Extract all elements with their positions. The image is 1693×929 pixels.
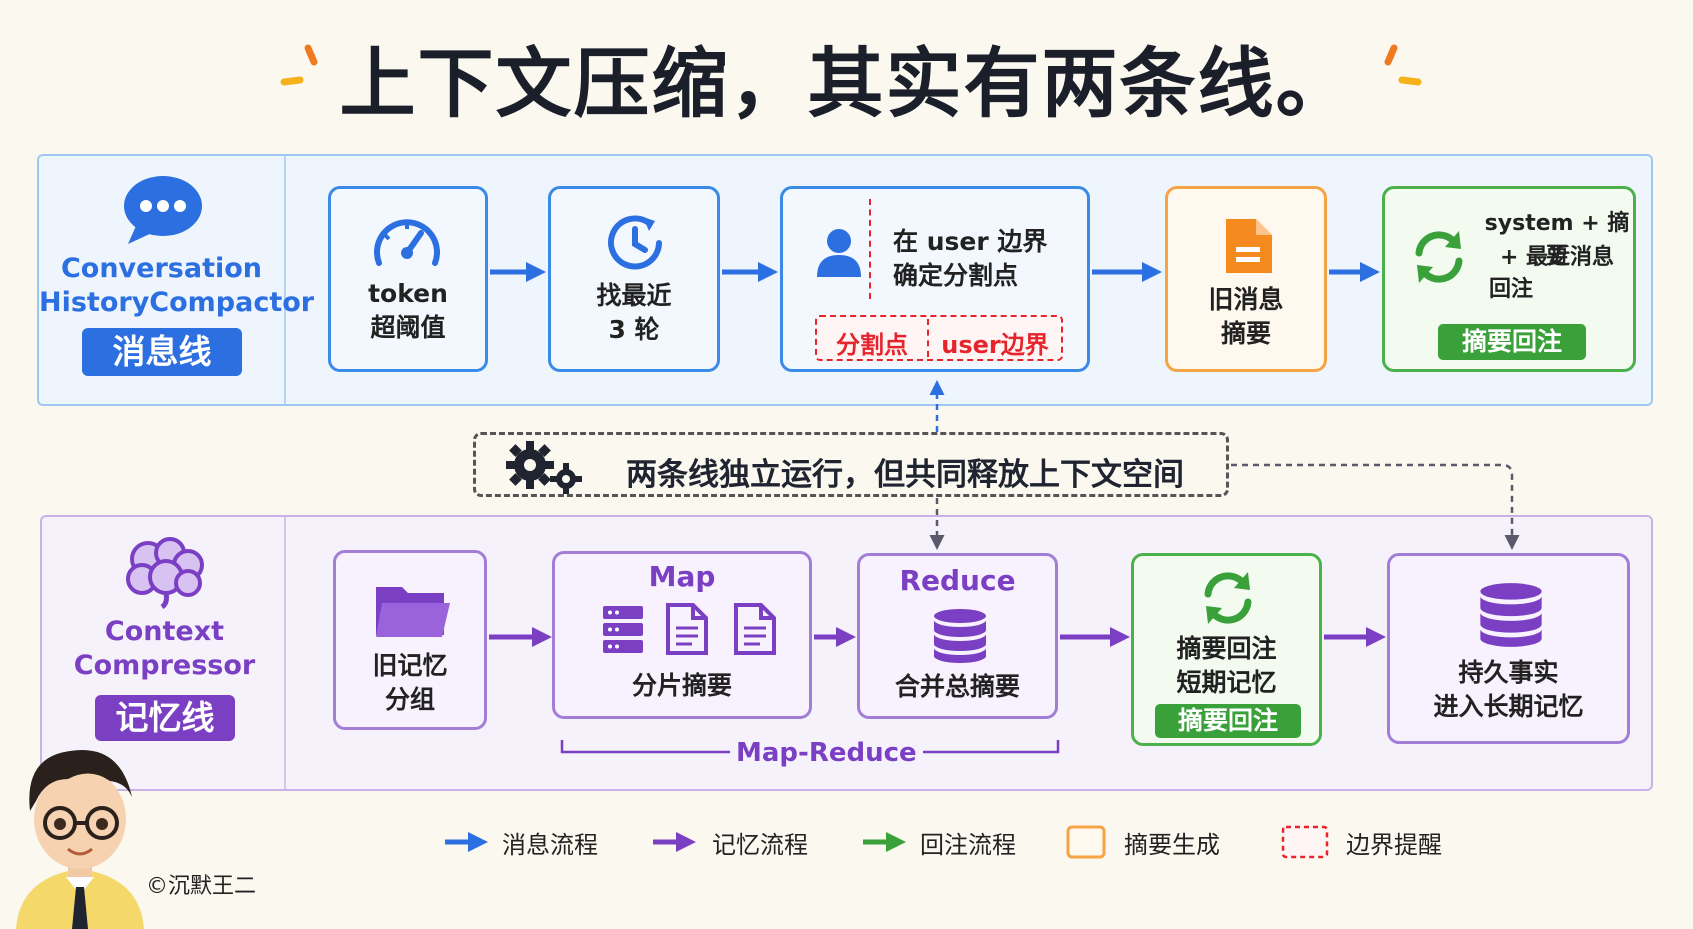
database-icon bbox=[1480, 583, 1542, 647]
reduce-heading: Reduce bbox=[899, 564, 1016, 597]
user-icon bbox=[817, 229, 861, 277]
clock-icon bbox=[608, 215, 662, 270]
server-icon bbox=[603, 606, 643, 653]
compressor-name-line1: Context bbox=[104, 616, 225, 647]
message-line-sidebar: Conversation HistoryCompactor 消息线 bbox=[39, 156, 315, 404]
step-reduce-line1: 合并总摘要 bbox=[894, 672, 1020, 701]
database-icon bbox=[934, 609, 986, 663]
page-title: 上下文压缩，其实有两条线。 bbox=[339, 39, 1354, 128]
step-reinject-line1: system + 摘要 bbox=[1484, 211, 1630, 269]
compactor-name-line2: HistoryCompactor bbox=[39, 287, 315, 318]
split-divider-line bbox=[869, 199, 871, 299]
map-heading: Map bbox=[648, 560, 716, 593]
step-old-msg-line1: 旧消息 bbox=[1208, 285, 1284, 314]
refresh-icon bbox=[1415, 231, 1463, 283]
step-reduce: Reduce 合并总摘要 bbox=[857, 553, 1058, 719]
legend-reinject-flow: 回注流程 bbox=[920, 831, 1016, 859]
sparkle-right-icon bbox=[1384, 44, 1422, 86]
sparkle-left-icon bbox=[280, 44, 318, 86]
boundary-reminder-box: 分割点 user边界 bbox=[815, 315, 1063, 361]
compactor-name-line1: Conversation bbox=[60, 253, 263, 284]
independent-lines-note: 两条线独立运行，但共同释放上下文空间 bbox=[473, 432, 1229, 497]
step-long-term-memory: 持久事实 进入长期记忆 bbox=[1387, 553, 1630, 744]
gauge-icon bbox=[374, 219, 440, 266]
step-reinject-line3: 回注 bbox=[1488, 277, 1533, 302]
step-long-term-line2: 进入长期记忆 bbox=[1433, 692, 1584, 721]
legend-memory-flow: 记忆流程 bbox=[712, 831, 808, 859]
compressor-name-line2: Compressor bbox=[73, 650, 256, 681]
step-split-point: 在 user 边界 确定分割点 分割点 user边界 bbox=[780, 186, 1090, 372]
author-avatar bbox=[16, 749, 144, 929]
step-old-memory-line1: 旧记忆 bbox=[372, 651, 448, 680]
step-long-term-line1: 持久事实 bbox=[1458, 658, 1559, 687]
step-split-line2: 确定分割点 bbox=[893, 261, 1019, 290]
map-reduce-label: Map-Reduce bbox=[730, 738, 923, 768]
brain-icon bbox=[126, 537, 204, 609]
step-old-message-summary: 旧消息 摘要 bbox=[1165, 186, 1327, 372]
document-icon bbox=[1226, 219, 1272, 273]
step-token-line1: token bbox=[368, 279, 448, 308]
step-map-line1: 分片摘要 bbox=[631, 671, 732, 700]
step-old-msg-line2: 摘要 bbox=[1220, 319, 1271, 348]
step-old-memory-line2: 分组 bbox=[384, 685, 435, 714]
refresh-icon bbox=[1204, 572, 1252, 624]
step-summary-reinject: system + 摘要 + 最近消息 回注 摘要回注 bbox=[1382, 186, 1636, 372]
document-icon bbox=[734, 603, 776, 655]
step-map: Map 分片摘要 bbox=[552, 551, 812, 719]
author-watermark: ©沉默王二 bbox=[146, 874, 257, 899]
step-find-recent-rounds: 找最近 3 轮 bbox=[548, 186, 720, 372]
step-reinject-line2: + 最近消息 bbox=[1499, 245, 1615, 270]
boundary-box-divider bbox=[927, 319, 929, 357]
short-term-reinject-badge: 摘要回注 bbox=[1155, 704, 1301, 738]
message-line-tag: 消息线 bbox=[82, 328, 242, 376]
memory-line-sidebar: Context Compressor 记忆线 bbox=[42, 517, 287, 789]
legend-boundary-reminder: 边界提醒 bbox=[1346, 831, 1442, 859]
step-reinject-short-line1: 摘要回注 bbox=[1176, 634, 1277, 663]
user-boundary-label: user边界 bbox=[941, 331, 1049, 359]
legend-boundary-swatch bbox=[1281, 825, 1329, 859]
legend-summary-generation: 摘要生成 bbox=[1124, 831, 1220, 859]
step-split-line1: 在 user 边界 bbox=[893, 227, 1048, 256]
folder-icon bbox=[376, 587, 450, 637]
note-to-longterm-connector bbox=[1231, 463, 1520, 550]
memory-line-tag: 记忆线 bbox=[95, 695, 235, 741]
step-reinject-short-term: 摘要回注 短期记忆 摘要回注 bbox=[1131, 553, 1322, 746]
step-recent-line1: 找最近 bbox=[596, 281, 672, 310]
step-token-line2: 超阈值 bbox=[370, 313, 446, 342]
step-reinject-short-line2: 短期记忆 bbox=[1176, 668, 1277, 697]
legend-summary-swatch bbox=[1066, 825, 1106, 859]
legend-message-flow: 消息流程 bbox=[502, 831, 598, 859]
panel-divider bbox=[284, 156, 286, 404]
note-text: 两条线独立运行，但共同释放上下文空间 bbox=[626, 457, 1184, 493]
summary-reinject-badge: 摘要回注 bbox=[1438, 324, 1586, 360]
chat-bubble-icon bbox=[124, 176, 202, 244]
document-icon bbox=[666, 603, 708, 655]
step-recent-line2: 3 轮 bbox=[608, 315, 660, 344]
step-old-memory-group: 旧记忆 分组 bbox=[333, 550, 487, 730]
panel-divider bbox=[284, 517, 286, 789]
step-token-threshold: token 超阈值 bbox=[328, 186, 488, 372]
gears-icon bbox=[506, 441, 582, 494]
split-point-label: 分割点 bbox=[836, 331, 908, 359]
